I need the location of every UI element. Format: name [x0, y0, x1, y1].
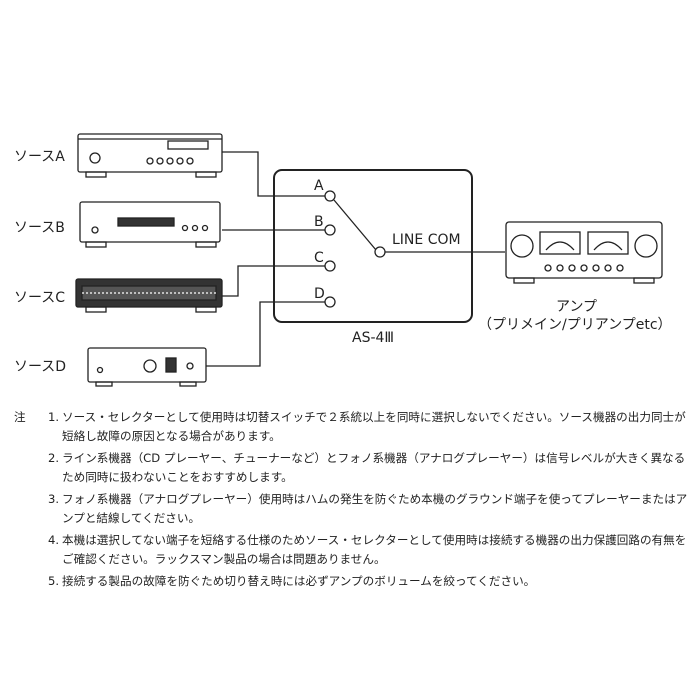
terminal-com [374, 246, 386, 258]
notes-heading: 注 [14, 410, 26, 424]
note-number: 5. [48, 574, 60, 589]
note-number: 3. [48, 492, 60, 507]
source-c-label: ソースC [14, 290, 66, 306]
port-a-label: A [314, 178, 324, 194]
switch-arm [333, 199, 377, 251]
source-a-label: ソースA [14, 149, 65, 165]
port-d-label: D [314, 286, 325, 302]
note-item: 5.接続する製品の故障を防ぐため切り替え時には必ずアンプのボリュームを絞ってくだ… [14, 572, 694, 591]
notes-section: 注 1.ソース・セレクターとして使用時は切替スイッチで２系統以上を同時に選択しな… [14, 408, 694, 595]
port-b-label: B [314, 214, 324, 230]
source-d-label: ソースD [14, 359, 67, 375]
note-item: 3.フォノ系機器（アナログプレーヤー）使用時はハムの発生を防ぐため本機のグラウン… [14, 490, 694, 527]
line-com-label: LINE COM [392, 232, 461, 248]
connection-diagram [75, 133, 663, 387]
note-text: フォノ系機器（アナログプレーヤー）使用時はハムの発生を防ぐため本機のグラウンド端… [62, 492, 688, 525]
terminal-c [324, 260, 336, 272]
note-item: 4.本機は選択してない端子を短絡する仕様のためソース・セレクターとして使用時は接… [14, 531, 694, 568]
note-number: 4. [48, 533, 60, 548]
source-d-device [87, 347, 207, 387]
amplifier-device [505, 221, 663, 284]
amp-sublabel: （プリメイン/プリアンプetc） [478, 317, 672, 333]
terminal-b [324, 224, 336, 236]
note-item: 1.ソース・セレクターとして使用時は切替スイッチで２系統以上を同時に選択しないで… [14, 408, 694, 445]
wire-a [222, 151, 328, 197]
note-text: 接続する製品の故障を防ぐため切り替え時には必ずアンプのボリュームを絞ってください… [62, 574, 536, 589]
port-c-label: C [314, 250, 324, 266]
note-text: 本機は選択してない端子を短絡する仕様のためソース・セレクターとして使用時は接続す… [62, 533, 687, 566]
note-text: ライン系機器（CD プレーヤー、チューナーなど）とフォノ系機器（アナログプレーヤ… [62, 451, 686, 484]
note-number: 2. [48, 451, 60, 466]
source-c-device [75, 278, 223, 313]
note-item: 2.ライン系機器（CD プレーヤー、チューナーなど）とフォノ系機器（アナログプレ… [14, 449, 694, 486]
source-b-label: ソースB [14, 220, 65, 236]
note-text: ソース・セレクターとして使用時は切替スイッチで２系統以上を同時に選択しないでくだ… [62, 410, 686, 443]
note-number: 1. [48, 410, 60, 424]
terminal-d [324, 296, 336, 308]
wire-d [206, 301, 328, 367]
amp-label: アンプ [556, 299, 598, 315]
wire-c [222, 265, 328, 297]
source-b-device [79, 201, 221, 248]
selector-name: AS-4Ⅲ [352, 330, 395, 346]
terminal-a [324, 190, 336, 202]
source-a-device [77, 133, 223, 178]
